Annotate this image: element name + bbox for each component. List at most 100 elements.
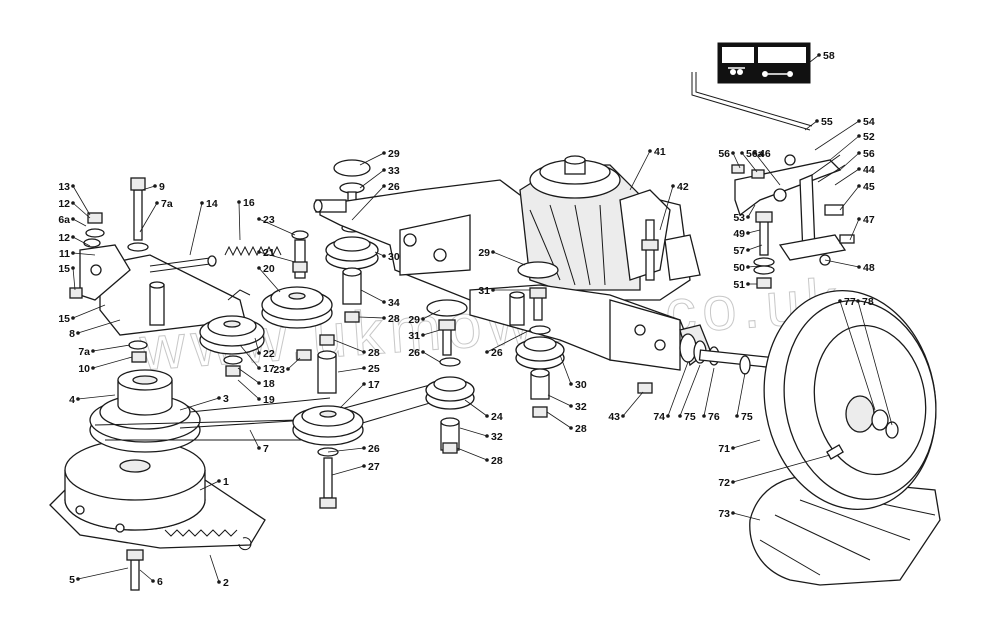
callout-label-16: 16 (243, 197, 255, 209)
callout-dot-7 (257, 446, 261, 450)
clutch-spring (164, 529, 252, 551)
callout-dot-16 (237, 200, 241, 204)
callout-leader-26 (422, 351, 441, 363)
callout-dot-33 (382, 168, 386, 172)
callout-dot-7a (155, 201, 159, 205)
callout-leader-7a (139, 202, 158, 233)
callout-label-73: 73 (718, 508, 730, 520)
callout-dot-56a (740, 151, 744, 155)
callout-dot-26 (382, 184, 386, 188)
callout-leader-15 (72, 267, 76, 291)
callout-dot-28 (362, 350, 366, 354)
callout-dot-6a (71, 217, 75, 221)
callout-dot-7a (91, 349, 95, 353)
callout-dot-25 (362, 366, 366, 370)
callout-label-75: 75 (741, 411, 753, 423)
callout-leader-47 (849, 218, 860, 241)
callout-dot-73 (731, 511, 735, 515)
callout-leader-54 (814, 120, 860, 151)
callout-dot-26 (485, 350, 489, 354)
callout-leader-42 (659, 185, 674, 231)
callout-dot-28 (485, 458, 489, 462)
callout-dot-17 (257, 366, 261, 370)
callout-label-72: 72 (718, 477, 730, 489)
callout-label-22: 22 (263, 348, 275, 360)
callout-leader-6 (139, 569, 154, 582)
callout-leader-22 (254, 337, 260, 354)
callout-leader-73 (732, 512, 761, 521)
callout-dot-74 (666, 414, 670, 418)
callout-dot-17 (362, 382, 366, 386)
callout-dot-44 (857, 167, 861, 171)
bolt-42 (641, 219, 659, 281)
callout-label-23: 23 (273, 364, 285, 376)
callout-label-31: 31 (408, 330, 420, 342)
callout-label-31: 31 (478, 285, 490, 297)
drive-pulley (89, 369, 201, 453)
callout-label-30: 30 (388, 251, 400, 263)
nut-43 (637, 382, 653, 394)
callout-leader-23 (258, 218, 296, 236)
callout-label-29: 29 (388, 148, 400, 160)
callout-label-74: 74 (653, 411, 665, 423)
callout-dot-26 (362, 446, 366, 450)
axle-shaft-parts (679, 333, 771, 375)
callout-label-9: 9 (159, 181, 165, 193)
decal-58 (717, 42, 811, 84)
callout-leader-72 (732, 454, 831, 483)
callout-dot-15 (71, 266, 75, 270)
callout-leader-23 (287, 357, 301, 370)
callout-leader-10 (92, 356, 133, 369)
callout-leader-33 (359, 169, 385, 189)
callout-label-11: 11 (59, 248, 70, 260)
callout-label-58: 58 (823, 50, 835, 62)
callout-label-75: 75 (684, 411, 696, 423)
callout-leader-77 (839, 300, 876, 411)
callout-dot-58 (817, 53, 821, 57)
callout-dot-75 (735, 414, 739, 418)
callout-leader-9 (141, 185, 156, 191)
callout-dot-31 (491, 288, 495, 292)
callout-label-14: 14 (206, 198, 218, 210)
callout-label-6: 6 (157, 576, 163, 588)
callout-label-71: 71 (718, 443, 730, 455)
callout-label-4: 4 (69, 394, 75, 406)
spring-16 (224, 245, 282, 257)
callout-label-44: 44 (863, 164, 875, 176)
callout-dot-12 (71, 201, 75, 205)
callout-leader-26 (486, 329, 531, 353)
callout-label-27: 27 (368, 461, 380, 473)
idler-pulley-20 (261, 286, 333, 329)
callout-dot-52 (857, 134, 861, 138)
callout-leader-13 (72, 185, 91, 216)
callout-label-26: 26 (388, 181, 400, 193)
callout-label-77: 77 (844, 296, 856, 308)
callout-dot-47 (857, 217, 861, 221)
callout-dot-22 (257, 351, 261, 355)
callout-label-20: 20 (263, 263, 275, 275)
callout-dot-18 (257, 381, 261, 385)
callout-leader-50 (747, 265, 761, 268)
callout-dot-49 (746, 231, 750, 235)
callout-leader-55 (804, 120, 818, 131)
callout-leader-29 (492, 251, 526, 266)
callout-leader-75 (736, 372, 746, 417)
electric-clutch (49, 439, 266, 549)
callout-dot-27 (362, 464, 366, 468)
callout-dot-32 (485, 434, 489, 438)
callout-leader-7a (92, 344, 131, 352)
callout-leader-43 (622, 391, 644, 417)
callout-label-50: 50 (733, 262, 745, 274)
callout-dot-29 (382, 151, 386, 155)
callout-dot-3 (217, 396, 221, 400)
callout-label-12: 12 (58, 198, 70, 210)
callout-label-28: 28 (368, 347, 380, 359)
callout-label-57: 57 (733, 245, 745, 257)
callout-label-53: 53 (733, 212, 745, 224)
pulley-stack-mid (509, 261, 565, 418)
callout-dot-9 (153, 184, 157, 188)
callout-dot-1 (217, 479, 221, 483)
callout-label-28: 28 (575, 423, 587, 435)
callout-dot-2 (217, 580, 221, 584)
